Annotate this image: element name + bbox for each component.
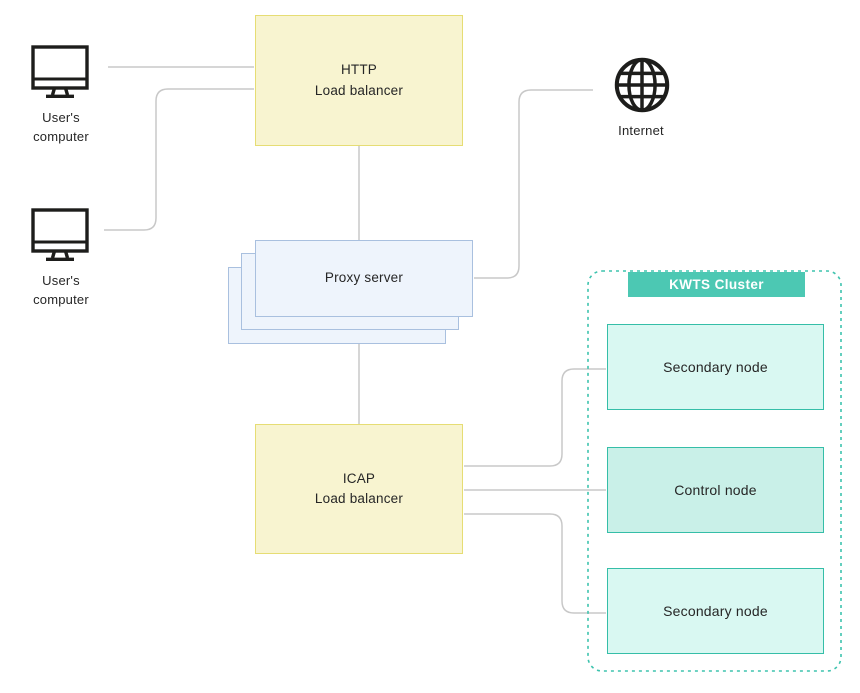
http-load-balancer-label: HTTP Load balancer — [315, 60, 403, 101]
internet-globe-icon — [614, 57, 670, 113]
users-computer-label-2-line1: User's — [42, 273, 80, 288]
kwts-cluster-header: KWTS Cluster — [628, 272, 805, 297]
users-computer-label-2: User's computer — [11, 272, 111, 310]
users-computer-label-2-line2: computer — [33, 291, 89, 307]
connector-proxy-internet — [474, 89, 593, 279]
control-node-label: Control node — [674, 481, 757, 498]
kwts-cluster-title: KWTS Cluster — [669, 277, 764, 292]
icap-load-balancer-line1: ICAP — [342, 470, 376, 486]
control-node: Control node — [607, 447, 824, 533]
internet-label: Internet — [618, 123, 664, 138]
http-load-balancer-box: HTTP Load balancer — [255, 15, 463, 146]
icap-load-balancer-line2: Load balancer — [314, 491, 404, 506]
users-computer-icon-1 — [31, 45, 89, 98]
http-load-balancer-line2: Load balancer — [314, 82, 404, 98]
kwts-cluster: KWTS Cluster Secondary node Control node… — [587, 270, 842, 672]
connector-user2-http-lb — [104, 88, 254, 231]
users-computer-icon-2 — [31, 208, 89, 261]
users-computer-label-1-line2: computer — [33, 128, 89, 144]
proxy-server-box-front: Proxy server — [255, 240, 473, 317]
users-computer-label-1: User's computer — [11, 109, 111, 147]
http-load-balancer-line1: HTTP — [340, 62, 378, 78]
icap-load-balancer-box: ICAP Load balancer — [255, 424, 463, 554]
connector-icap-secondary-node-2 — [464, 513, 606, 614]
proxy-server-label: Proxy server — [324, 270, 404, 286]
secondary-node-1: Secondary node — [607, 324, 824, 410]
secondary-node-1-label: Secondary node — [663, 358, 768, 375]
kwts-cluster-border — [587, 270, 842, 672]
secondary-node-2-label: Secondary node — [663, 602, 768, 619]
users-computer-label-1-line1: User's — [42, 110, 80, 125]
secondary-node-2: Secondary node — [607, 568, 824, 654]
icap-load-balancer-label: ICAP Load balancer — [315, 469, 403, 510]
connector-icap-secondary-node-1 — [464, 368, 606, 467]
